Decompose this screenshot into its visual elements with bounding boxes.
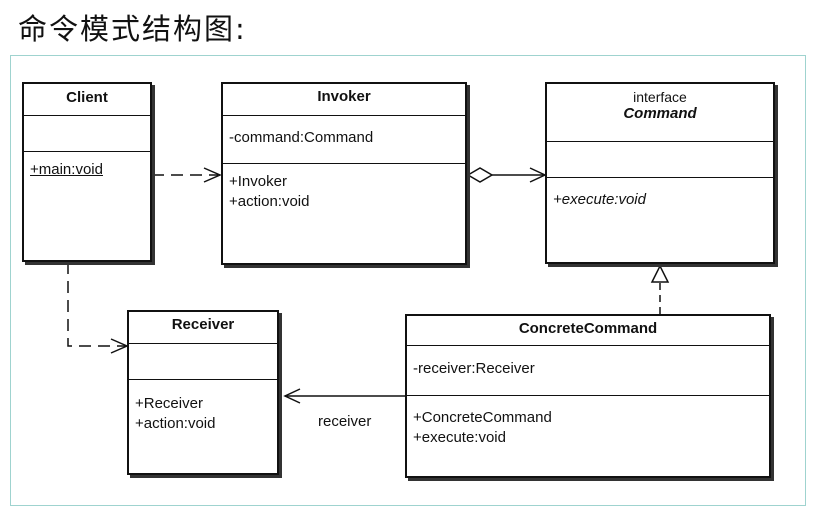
class-receiver-method: +Receiver	[135, 395, 203, 412]
page-title: 命令模式结构图:	[18, 12, 247, 46]
class-client-method: +main:void	[30, 161, 103, 178]
class-concrete-command-name: ConcreteCommand	[407, 316, 769, 346]
class-concrete-command-attribute: -receiver:Receiver	[413, 360, 535, 377]
class-invoker-attributes: -command:Command	[223, 116, 465, 164]
class-receiver: Receiver +Receiver +action:void	[127, 310, 279, 475]
class-receiver-method: +action:void	[135, 415, 216, 432]
class-command-stereotype: interface	[633, 89, 687, 105]
class-concrete-command-method: +ConcreteCommand	[413, 409, 552, 426]
class-receiver-methods: +Receiver +action:void	[129, 380, 277, 434]
association-arrowhead	[283, 388, 301, 404]
aggregation-diamond	[466, 167, 494, 183]
class-client-name: Client	[24, 84, 150, 116]
class-command-name: Command	[623, 105, 697, 122]
class-client-attributes	[24, 116, 150, 152]
class-concrete-command-method: +execute:void	[413, 429, 506, 446]
diagram-frame	[10, 55, 806, 506]
class-invoker-method: +action:void	[229, 193, 310, 210]
class-command-methods: +execute:void	[547, 178, 773, 210]
class-invoker-methods: +Invoker +action:void	[223, 164, 465, 212]
client-receiver-dependency	[67, 262, 126, 347]
class-concrete-command-methods: +ConcreteCommand +execute:void	[407, 396, 769, 448]
class-receiver-attributes	[129, 344, 277, 380]
class-client: Client +main:void	[22, 82, 152, 262]
class-command-attributes	[547, 142, 773, 178]
realization-triangle	[650, 264, 670, 283]
class-receiver-name: Receiver	[129, 312, 277, 344]
class-command-header: interface Command	[547, 84, 773, 142]
class-command-method: +execute:void	[553, 191, 646, 208]
association-label: receiver	[318, 413, 372, 430]
class-invoker-name: Invoker	[223, 84, 465, 116]
class-command: interface Command +execute:void	[545, 82, 775, 264]
class-invoker-attribute: -command:Command	[229, 129, 374, 146]
class-client-methods: +main:void	[24, 152, 150, 180]
class-invoker-method: +Invoker	[229, 173, 287, 190]
class-invoker: Invoker -command:Command +Invoker +actio…	[221, 82, 467, 265]
class-concrete-command-attributes: -receiver:Receiver	[407, 346, 769, 396]
client-invoker-arrowhead	[203, 167, 222, 183]
class-concrete-command: ConcreteCommand -receiver:Receiver +Conc…	[405, 314, 771, 478]
